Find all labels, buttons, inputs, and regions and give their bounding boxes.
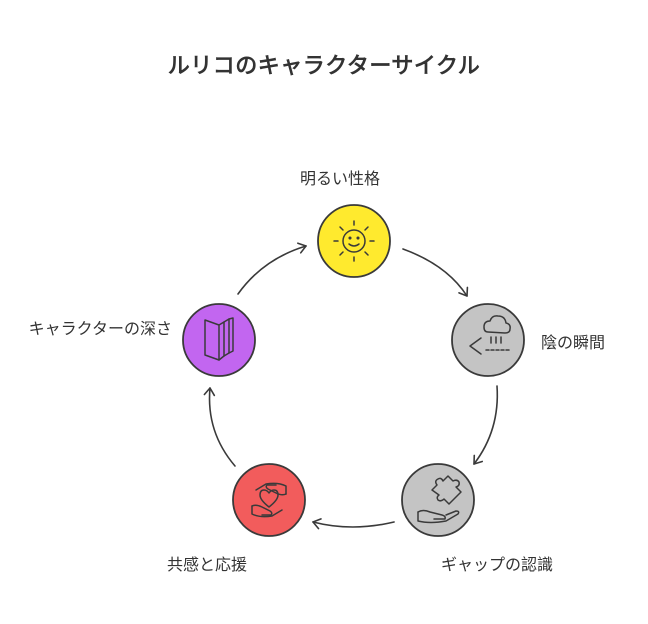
puzzle-hand-icon [417,475,462,524]
node-label-gap-recognition: ギャップの認識 [441,555,554,574]
heart-hands-icon [251,482,287,518]
arrow-right-to-bottomright [473,385,499,465]
arrow-top-to-right [402,248,469,297]
node-label-empathy-support: 共感と応援 [167,555,248,574]
arrow-bottomright-to-bottomleft [312,518,395,530]
node-gap-recognition [401,463,475,537]
node-shadow-moment [451,303,525,377]
diagram-title: ルリコのキャラクターサイクル [167,54,481,79]
arrow-left-to-top [237,242,307,295]
node-label-bright-personality: 明るい性格 [300,169,381,188]
node-empathy-support [232,463,306,537]
book-pages-icon [204,317,234,361]
node-bright-personality [317,204,391,278]
arrow-bottomleft-to-left [203,387,236,467]
node-character-depth [182,303,256,377]
node-label-character-depth: キャラクターの深さ [28,319,172,338]
sun-icon [333,220,375,262]
rain-cloud-icon [469,315,511,355]
node-label-shadow-moment: 陰の瞬間 [541,333,606,352]
